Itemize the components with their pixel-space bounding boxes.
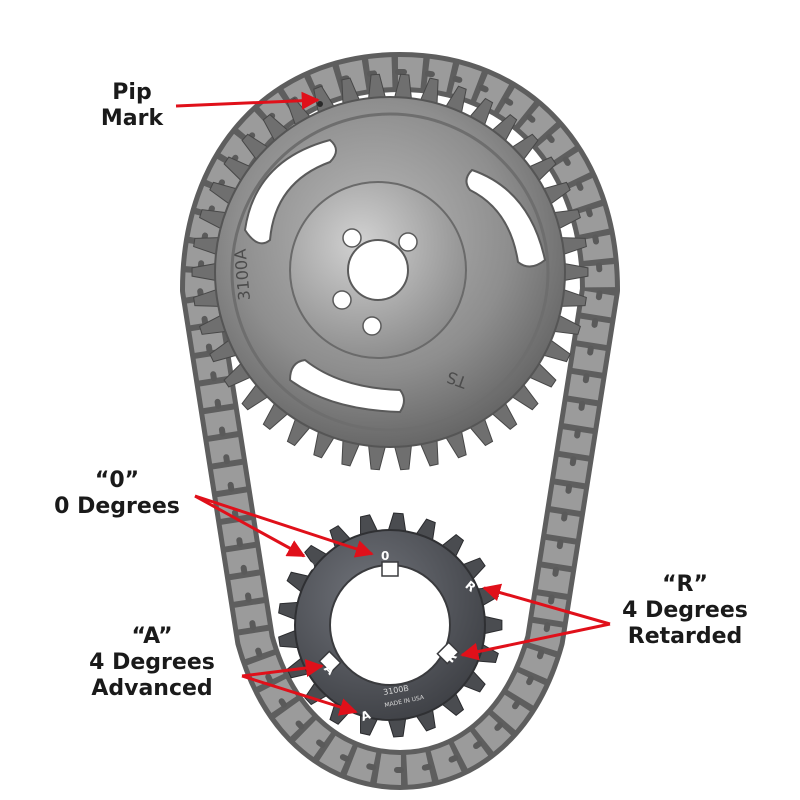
- cam-gear: 3100A TS: [214, 96, 566, 448]
- retard-arrow-top: [482, 583, 611, 626]
- retard-label-line3: Retarded: [627, 624, 743, 649]
- pip-mark-label-line2: Mark: [100, 106, 164, 131]
- pip-mark-dot: [317, 101, 323, 107]
- retard-label-line2: 4 Degrees: [622, 598, 748, 623]
- advance-arrow-lower: [241, 674, 358, 716]
- zero-label-line1: “0”: [94, 468, 140, 493]
- advance-label-line2: 4 Degrees: [89, 650, 215, 675]
- pip-mark-callout: Pip Mark: [92, 80, 172, 132]
- zero-label-line2: 0 Degrees: [54, 494, 180, 519]
- zero-mark-top: 0: [381, 549, 389, 563]
- retarded-callout: “R” 4 Degrees Retarded: [610, 572, 760, 650]
- retard-label-line1: “R”: [662, 572, 708, 597]
- zero-degrees-callout: “0” 0 Degrees: [42, 468, 192, 520]
- advance-label-line3: Advanced: [91, 676, 213, 701]
- advanced-callout: “A” 4 Degrees Advanced: [72, 624, 232, 702]
- advance-label-line1: “A”: [131, 624, 173, 649]
- cam-part-number-stamp: 3100A: [231, 248, 254, 301]
- zero-arrow-left: [194, 494, 306, 558]
- pip-arrow: [175, 91, 320, 110]
- zero-arrow-top: [194, 494, 374, 558]
- callout-arrows: [175, 91, 611, 716]
- pip-mark-label-line1: Pip: [112, 80, 152, 105]
- crank-sprocket: 0 0 R R A A 3100B MADE IN USA: [294, 529, 486, 724]
- advance-arrow-upper: [241, 659, 324, 678]
- retard-arrow-lower: [460, 622, 611, 661]
- crank-part-number-stamp: 3100B: [382, 684, 409, 697]
